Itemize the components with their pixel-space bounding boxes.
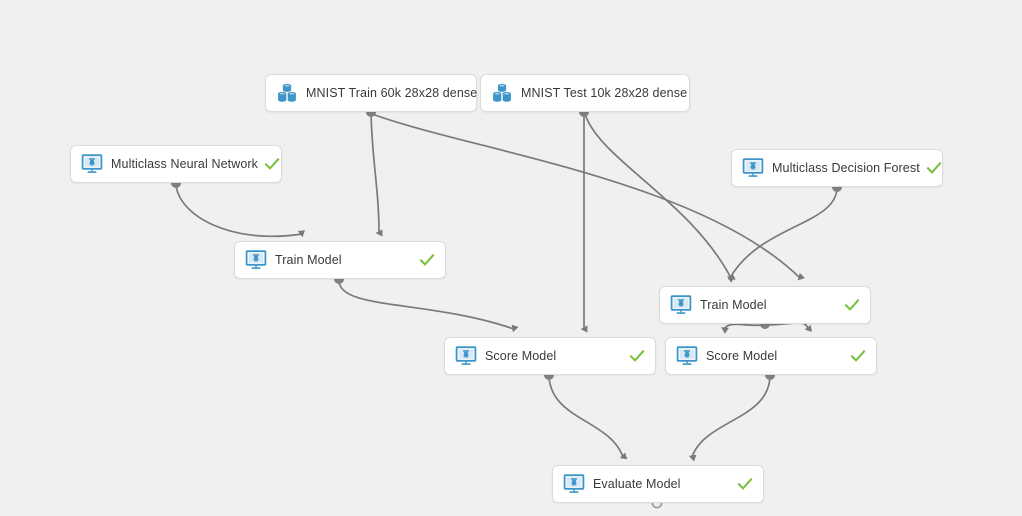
status-check-icon — [926, 161, 942, 174]
module-icon — [81, 154, 103, 173]
status-check-icon — [737, 477, 753, 490]
module-icon — [245, 250, 267, 269]
edge-score-model-right-to-evaluate-model — [688, 376, 771, 462]
node-train-model-left[interactable]: Train Model — [234, 241, 446, 279]
node-evaluate-model[interactable]: Evaluate Model — [552, 465, 764, 503]
edge-train-model-left-to-score-model-left — [338, 280, 519, 333]
module-icon — [676, 346, 698, 365]
node-label: MNIST Test 10k 28x28 dense — [521, 86, 688, 100]
node-score-model-left[interactable]: Score Model — [444, 337, 656, 375]
node-mnist-train[interactable]: MNIST Train 60k 28x28 dense — [265, 74, 477, 112]
node-multiclass-decision-forest[interactable]: Multiclass Decision Forest — [731, 149, 943, 187]
node-label: Train Model — [700, 298, 767, 312]
node-label: Score Model — [706, 349, 778, 363]
status-check-icon — [264, 157, 280, 170]
module-icon — [455, 346, 477, 365]
status-check-icon — [844, 298, 860, 311]
node-label: Train Model — [275, 253, 342, 267]
node-label: MNIST Train 60k 28x28 dense — [306, 86, 478, 100]
node-mnist-test[interactable]: MNIST Test 10k 28x28 dense — [480, 74, 690, 112]
node-train-model-right[interactable]: Train Model — [659, 286, 871, 324]
edge-mdf-to-train-model-right — [727, 187, 838, 283]
node-score-model-right[interactable]: Score Model — [665, 337, 877, 375]
module-icon — [742, 158, 764, 177]
status-check-icon — [419, 253, 435, 266]
status-check-icon — [629, 349, 645, 362]
edge-mnist-train-to-train-model-left — [370, 112, 383, 237]
node-label: Evaluate Model — [593, 477, 681, 491]
edge-mnist-test-to-train-model-right — [584, 113, 736, 280]
edge-mnn-to-train-model-left — [175, 183, 306, 238]
module-icon — [563, 474, 585, 493]
node-label: Multiclass Decision Forest — [772, 161, 920, 175]
node-label: Multiclass Neural Network — [111, 157, 258, 171]
status-check-icon — [850, 349, 866, 362]
edge-score-model-left-to-evaluate-model — [548, 376, 628, 460]
dataset-icon — [493, 83, 511, 102]
module-icon — [670, 295, 692, 314]
edge-train-model-right-to-score-model-right-a — [721, 323, 765, 334]
node-label: Score Model — [485, 349, 557, 363]
dataset-icon — [278, 83, 296, 102]
node-multiclass-neural-network[interactable]: Multiclass Neural Network — [70, 145, 282, 183]
